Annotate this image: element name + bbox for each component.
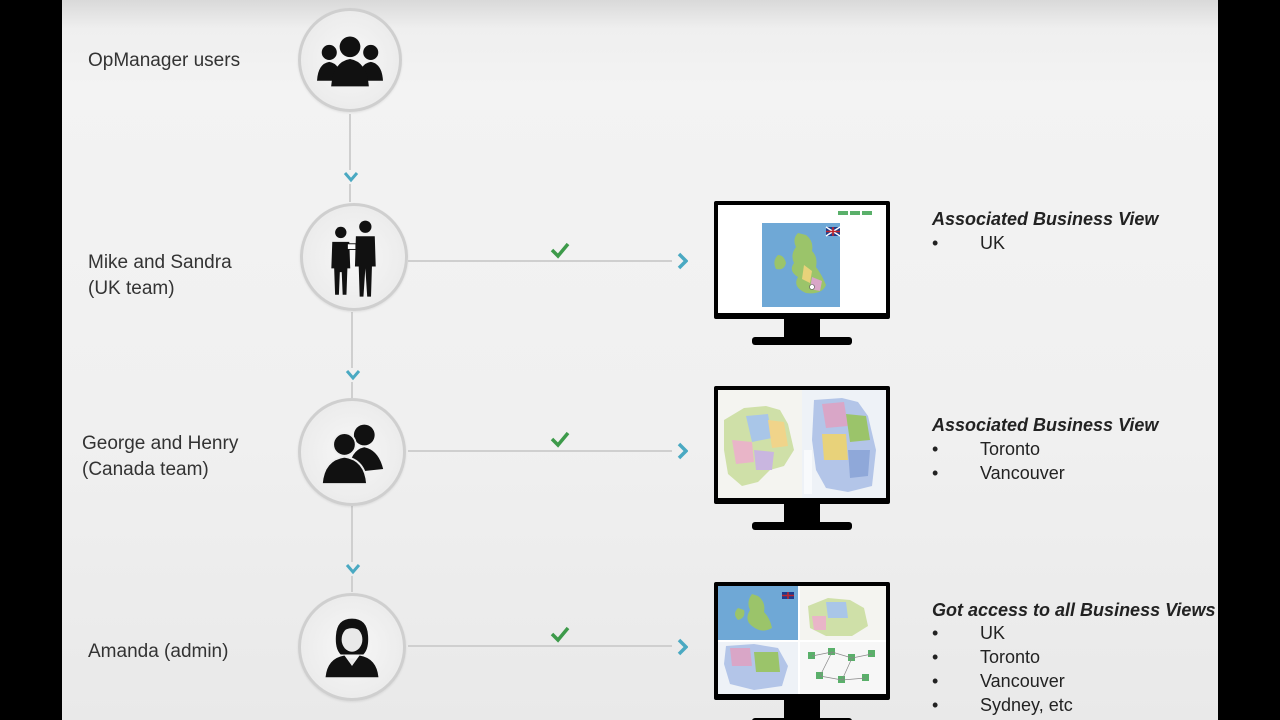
- monitor-screen: [714, 386, 890, 504]
- user-label-uk-team-line1: Mike and Sandra: [88, 252, 232, 273]
- woman-user-icon: [325, 618, 379, 678]
- bullet: •: [932, 439, 939, 459]
- two-users-icon: [320, 424, 384, 486]
- checkmark-icon: [550, 431, 570, 448]
- connector-vertical: [351, 506, 353, 562]
- bullet: •: [932, 463, 939, 483]
- user-label-canada-team: George and Henry (Canada team): [82, 431, 238, 483]
- all-views-screenshot: [718, 586, 886, 694]
- monitor-screen: [714, 582, 890, 700]
- chevron-down-icon: [343, 172, 359, 183]
- monitor-base: [752, 718, 852, 720]
- monitor-canada-business-view[interactable]: [714, 386, 890, 532]
- user-label-admin: Amanda (admin): [88, 641, 229, 662]
- user-label-opmanager-users: OpManager users: [88, 50, 241, 71]
- group-icon: [317, 36, 383, 87]
- connector-vertical: [351, 576, 353, 592]
- connector-horizontal: [408, 450, 672, 452]
- opmanager-users-circle: [298, 8, 402, 112]
- connector-vertical: [349, 114, 351, 170]
- user-label-uk-team: Mike and Sandra (UK team): [88, 250, 232, 302]
- monitor-all-business-views[interactable]: [714, 582, 890, 720]
- checkmark-icon: [550, 626, 570, 643]
- bullet: •: [932, 671, 939, 691]
- chevron-right-icon: [677, 638, 688, 656]
- bullet: •: [932, 233, 939, 253]
- bv-title-all: Got access to all Business Views: [932, 600, 1216, 620]
- user-label-canada-team-line2: (Canada team): [82, 459, 209, 480]
- uk-team-circle: [300, 203, 408, 311]
- canada-team-circle: [298, 398, 406, 506]
- user-label-uk-team-line2: (UK team): [88, 278, 175, 299]
- chevron-down-icon: [345, 370, 361, 381]
- connector-horizontal: [408, 645, 672, 647]
- checkmark-icon: [550, 242, 570, 259]
- uk-map-screenshot: [718, 205, 886, 313]
- monitor-neck: [784, 504, 820, 524]
- monitor-base: [752, 337, 852, 345]
- bv-item-label: UK: [980, 623, 1006, 643]
- bv-item-label: Toronto: [980, 439, 1041, 459]
- bullet: •: [932, 695, 939, 715]
- monitor-screen: [714, 201, 890, 319]
- slide: OpManager users Mike and Sandra (UK team…: [62, 0, 1218, 720]
- business-people-icon: [331, 220, 376, 297]
- monitor-base: [752, 522, 852, 530]
- bv-item-label: Vancouver: [980, 671, 1065, 691]
- bullet: •: [932, 647, 939, 667]
- bv-title-uk: Associated Business View: [932, 209, 1159, 229]
- connector-vertical: [351, 382, 353, 398]
- admin-circle: [298, 593, 406, 701]
- connector-vertical: [351, 312, 353, 368]
- user-label-canada-team-line1: George and Henry: [82, 433, 239, 454]
- bv-item-label: Toronto: [980, 647, 1041, 667]
- chevron-down-icon: [345, 564, 361, 575]
- bv-item-label: UK: [980, 233, 1006, 253]
- connector-vertical: [349, 184, 351, 202]
- monitor-neck: [784, 700, 820, 720]
- connector-horizontal: [408, 260, 672, 262]
- chevron-right-icon: [677, 442, 688, 460]
- chevron-right-icon: [677, 252, 688, 270]
- canada-map-screenshot: [718, 390, 886, 498]
- monitor-neck: [784, 319, 820, 339]
- bv-item-label: Vancouver: [980, 463, 1065, 483]
- bv-item-label: Sydney, etc: [980, 695, 1073, 715]
- bv-title-canada: Associated Business View: [932, 415, 1159, 435]
- monitor-uk-business-view[interactable]: [714, 201, 890, 347]
- bullet: •: [932, 623, 939, 643]
